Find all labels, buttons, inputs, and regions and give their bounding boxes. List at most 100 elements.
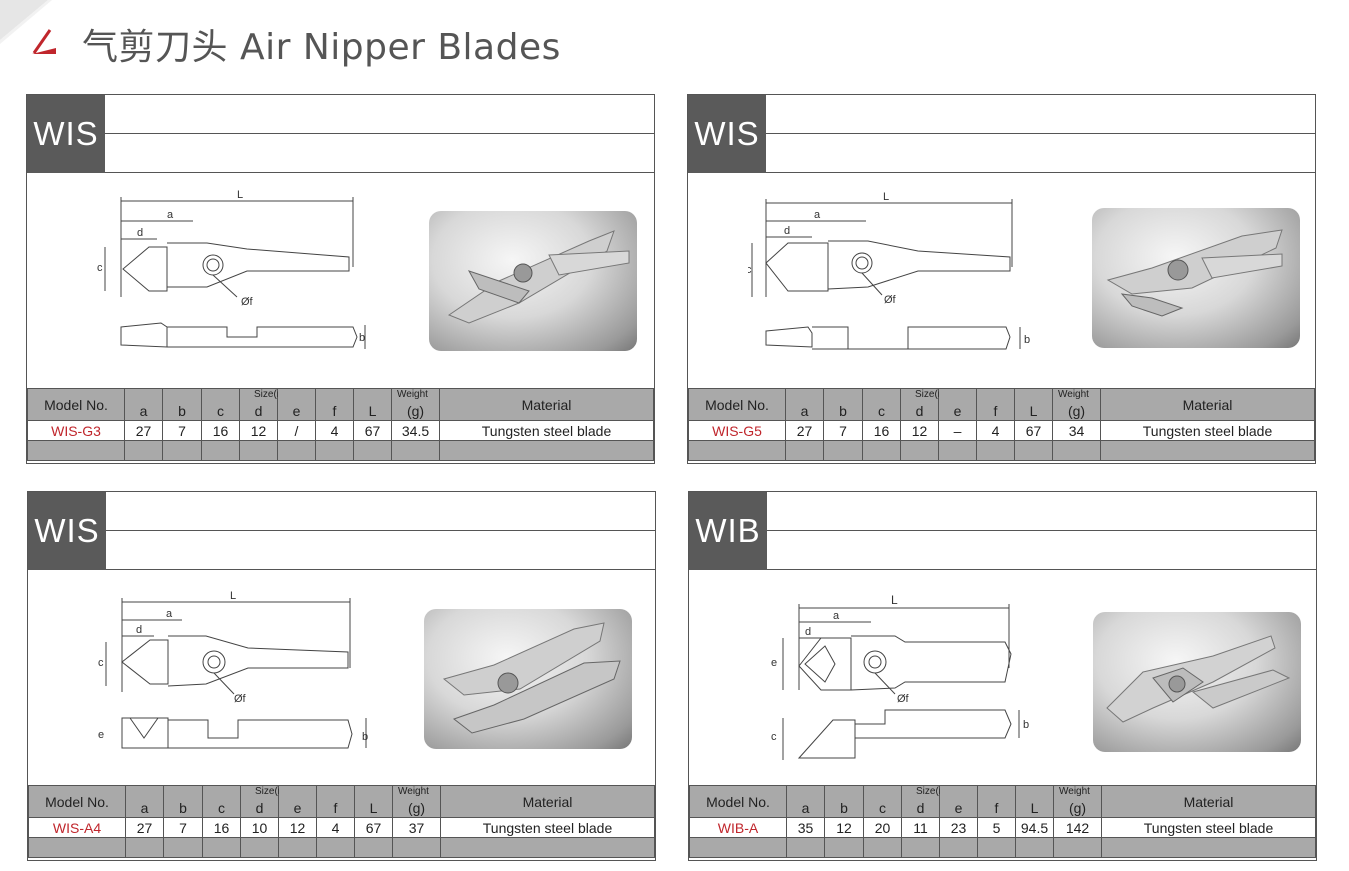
card-header: WIS (688, 95, 1315, 173)
spec-table: Model No. a b c Size(mm)d e f L Weight(g… (688, 388, 1315, 461)
col-header-b: b (824, 785, 864, 818)
material-header: Material (1101, 785, 1316, 818)
nipper-blade-photo-icon (1106, 635, 1291, 723)
material-header: Material (1100, 388, 1315, 421)
col-header-l: L (354, 785, 393, 818)
material-header: Material (439, 388, 654, 421)
series-code: WIS (688, 95, 766, 173)
nipper-blade-photo-icon (442, 622, 621, 734)
technical-drawing: L a d c Øf b (97, 189, 366, 349)
cell-f: 4 (316, 817, 355, 838)
cell-l: 67 (353, 420, 392, 441)
empty-row (28, 837, 655, 858)
page-title: 气剪刀头 Air Nipper Blades (82, 27, 561, 68)
model-cell: WIB-A (689, 817, 787, 838)
col-header-l: L (1014, 388, 1053, 421)
cell-d: 12 (900, 420, 939, 441)
col-header-d: Size(mm)d (240, 785, 298, 818)
cell-material: Tungsten steel blade (440, 817, 655, 838)
cell-a: 27 (785, 420, 824, 441)
product-photo (1093, 612, 1301, 752)
model-no-header: Model No. (688, 388, 786, 421)
cell-e: 12 (278, 817, 317, 838)
empty-row (688, 440, 1315, 461)
col-header-c: c (862, 388, 901, 421)
cell-material: Tungsten steel blade (1100, 420, 1315, 441)
product-card-wis-g5: WIS L a d c Øf b (687, 94, 1316, 464)
dim-label-e: e (98, 729, 104, 741)
cell-e: / (277, 420, 316, 441)
model-cell: WIS-G3 (27, 420, 125, 441)
dim-label-l: L (237, 189, 243, 201)
weight-header: Weight(g) (392, 785, 441, 818)
dim-label-d: d (805, 626, 811, 638)
series-code: WIS (28, 492, 106, 570)
cell-l: 94.5 (1015, 817, 1054, 838)
weight-header: Weight(g) (391, 388, 440, 421)
cell-d: 11 (901, 817, 940, 838)
col-header-e: e (939, 785, 978, 818)
dim-label-a: a (814, 209, 821, 221)
dim-label-b: b (359, 332, 365, 344)
size-caption: Size(mm) (916, 786, 959, 797)
cell-weight: 37 (392, 817, 441, 838)
product-photo (424, 609, 632, 749)
col-header-e: e (938, 388, 977, 421)
spec-table: Model No. a b c Size(mm)d e f L Weight(g… (689, 785, 1316, 858)
dim-label-c: c (98, 657, 104, 669)
col-header-l: L (1015, 785, 1054, 818)
dim-label-b: b (1024, 334, 1030, 346)
col-header-a: a (785, 388, 824, 421)
col-header-f: f (316, 785, 355, 818)
dim-label-b: b (1023, 719, 1029, 731)
col-header-f: f (315, 388, 354, 421)
technical-drawing: L a d e Øf c b (771, 593, 1029, 760)
cell-a: 27 (125, 817, 164, 838)
series-code: WIS (27, 95, 105, 173)
col-header-e: e (277, 388, 316, 421)
size-caption: Size(mm) (915, 389, 958, 400)
series-code: WIB (689, 492, 767, 570)
col-header-e: e (278, 785, 317, 818)
cell-weight: 142 (1053, 817, 1102, 838)
model-cell: WIS-A4 (28, 817, 126, 838)
table-row: WIS-G5 27 7 16 12 – 4 67 34 Tungsten ste… (688, 420, 1315, 441)
cell-a: 27 (124, 420, 163, 441)
dim-label-l: L (891, 593, 898, 607)
dim-label-a: a (166, 608, 173, 620)
size-caption: Size(mm) (254, 389, 297, 400)
dim-label-b: b (362, 731, 368, 743)
product-card-wis-a4: WIS L a d c Øf e b (27, 491, 656, 861)
col-header-a: a (125, 785, 164, 818)
cell-e: – (938, 420, 977, 441)
card-header: WIS (27, 95, 654, 173)
model-cell: WIS-G5 (688, 420, 786, 441)
spec-table: Model No. a b c Size(mm)d e f L Weight(g… (28, 785, 655, 858)
cell-material: Tungsten steel blade (439, 420, 654, 441)
model-no-header: Model No. (28, 785, 126, 818)
nipper-blade-photo-icon (1106, 229, 1283, 317)
cell-l: 67 (1014, 420, 1053, 441)
size-caption: Size(mm) (255, 786, 298, 797)
weight-header: Weight(g) (1053, 785, 1102, 818)
cell-d: 10 (240, 817, 279, 838)
cell-weight: 34 (1052, 420, 1101, 441)
col-header-f: f (977, 785, 1016, 818)
cell-f: 5 (977, 817, 1016, 838)
dim-label-e: e (771, 657, 777, 669)
col-header-a: a (786, 785, 825, 818)
cell-b: 7 (823, 420, 863, 441)
dim-label-d: d (137, 227, 143, 239)
cell-c: 16 (862, 420, 901, 441)
cell-d: 12 (239, 420, 278, 441)
cell-f: 4 (976, 420, 1015, 441)
weight-header: Weight(g) (1052, 388, 1101, 421)
card-header: WIB (689, 492, 1316, 570)
nipper-blade-photo-icon (447, 230, 630, 324)
col-header-b: b (823, 388, 863, 421)
dim-label-c: c (97, 262, 103, 274)
cell-weight: 34.5 (391, 420, 440, 441)
cell-e: 23 (939, 817, 978, 838)
table-row: WIS-G3 27 7 16 12 / 4 67 34.5 Tungsten s… (27, 420, 654, 441)
product-photo (429, 211, 637, 351)
